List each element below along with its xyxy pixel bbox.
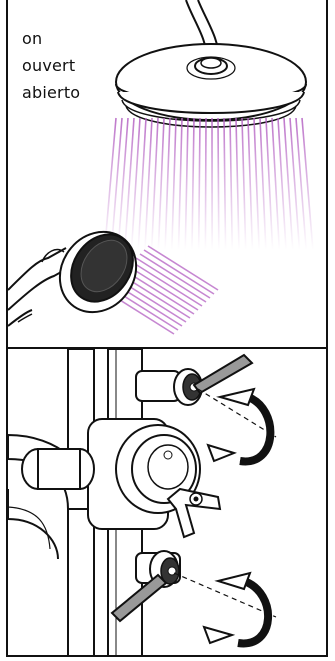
spray-line xyxy=(254,118,259,250)
spray-line xyxy=(145,118,152,250)
spray-line xyxy=(152,118,158,250)
spray-line xyxy=(111,118,122,250)
spray-line xyxy=(199,118,200,250)
spray-line xyxy=(105,118,116,250)
hand-shower-icon xyxy=(8,217,152,327)
valve-operation-panel xyxy=(6,347,328,657)
spray-line xyxy=(224,118,226,250)
spray-line xyxy=(132,262,202,306)
spray-line xyxy=(179,118,182,250)
spray-line xyxy=(242,118,246,250)
shower-illustration xyxy=(8,0,328,350)
spray-line xyxy=(205,118,206,250)
spray-line xyxy=(236,118,239,250)
spray-line xyxy=(272,118,279,250)
spray-line xyxy=(144,250,214,294)
spray-line xyxy=(165,118,170,250)
rotate-arrow-icon xyxy=(204,573,268,643)
spray-line xyxy=(230,118,232,250)
spray-line xyxy=(218,118,219,250)
shower-on-panel: on ouvert abierto xyxy=(6,0,328,350)
spray-line xyxy=(248,118,252,250)
thermostatic-valve-icon xyxy=(22,419,220,537)
spray-line xyxy=(185,118,188,250)
rotate-arrow-icon xyxy=(208,389,270,461)
spray-line xyxy=(302,118,313,250)
rain-shower-head-icon xyxy=(116,44,306,127)
spray-line xyxy=(192,118,194,250)
spray-line xyxy=(128,266,198,310)
valve-illustration xyxy=(8,349,328,657)
spray-line xyxy=(172,118,176,250)
spray-line xyxy=(136,258,206,302)
spray-line xyxy=(140,254,210,298)
overhead-water-spray xyxy=(105,118,313,250)
spray-line xyxy=(260,118,266,250)
spray-line xyxy=(266,118,273,250)
spray-line xyxy=(158,118,164,250)
spray-line xyxy=(148,246,218,290)
